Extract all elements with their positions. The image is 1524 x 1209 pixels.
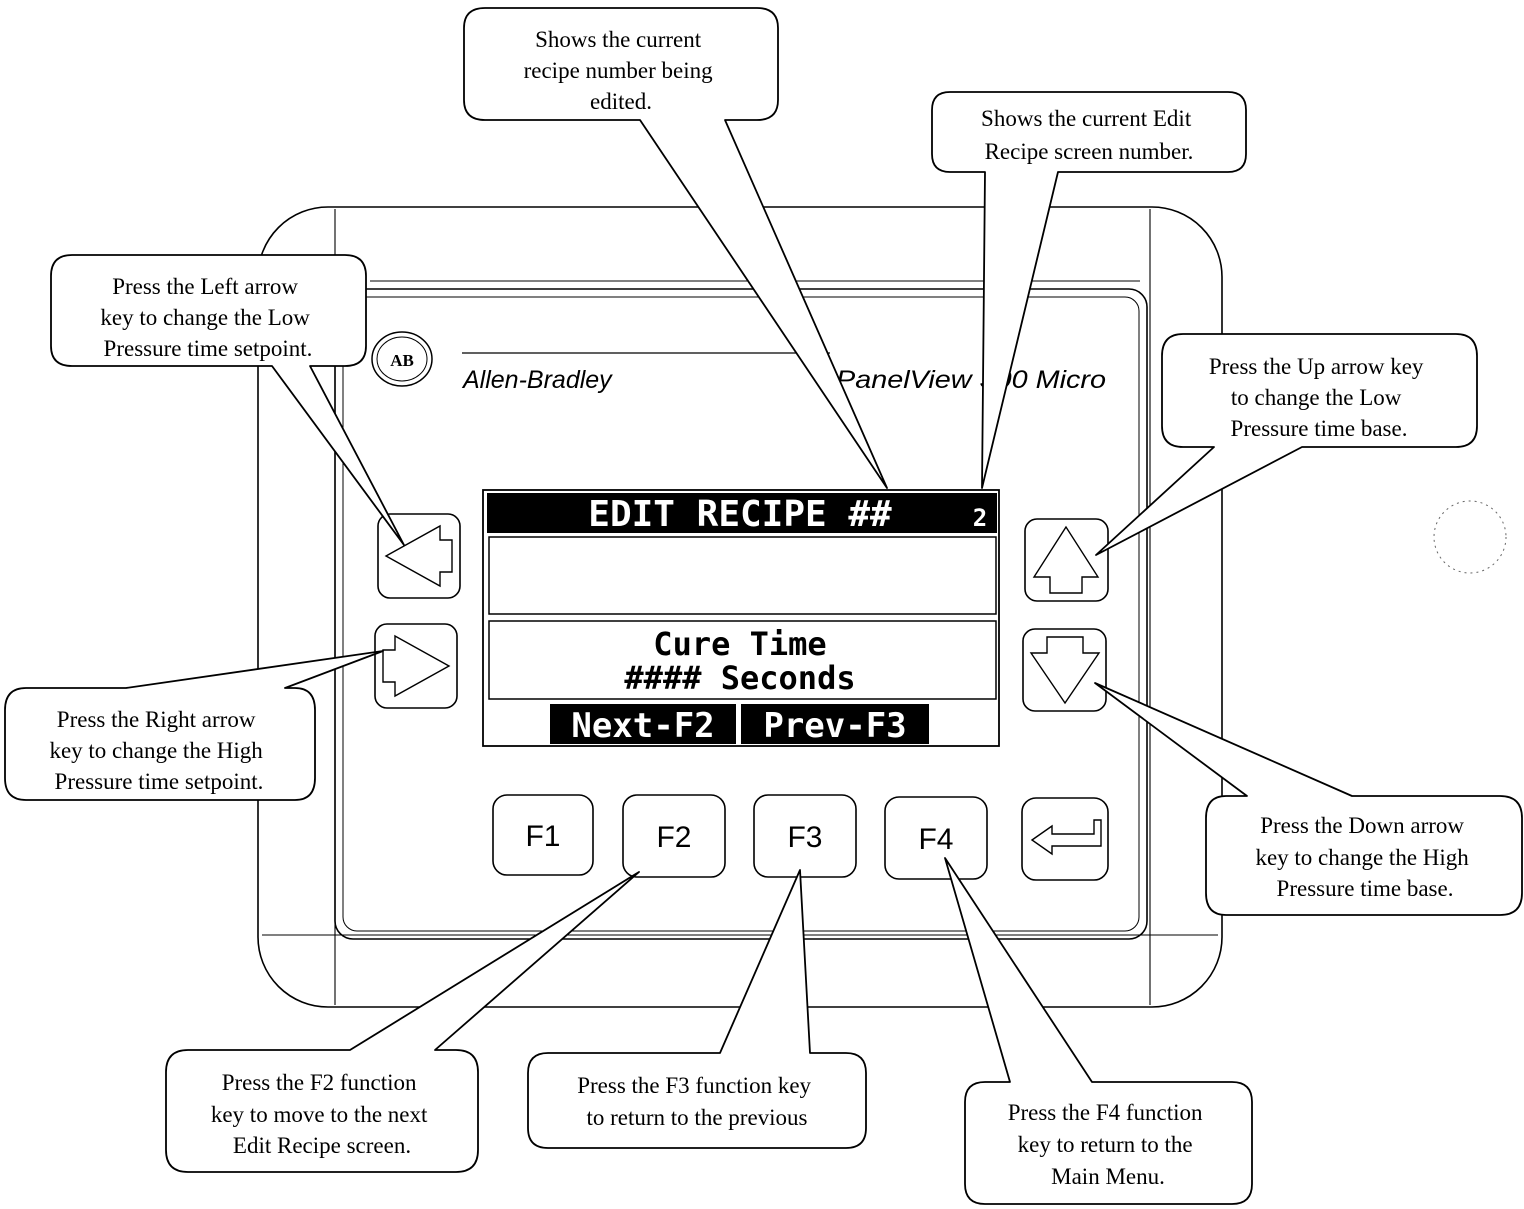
lcd-next-label: Next-F2 bbox=[571, 706, 714, 746]
callout-up-arrow-line-3: Pressure time base. bbox=[1231, 416, 1408, 441]
callout-screen-number bbox=[931, 91, 1247, 489]
callout-left-arrow-line-2: key to change the Low bbox=[100, 305, 310, 330]
down-arrow-key[interactable] bbox=[1022, 628, 1107, 712]
f1-key[interactable]: F1 bbox=[492, 794, 594, 876]
callout-up-arrow-line-1: Press the Up arrow key bbox=[1209, 354, 1424, 379]
lcd-header-bar bbox=[487, 493, 997, 533]
f2-key[interactable]: F2 bbox=[622, 794, 726, 878]
lcd-header-title: EDIT RECIPE ## bbox=[588, 494, 892, 535]
up-arrow-key[interactable] bbox=[1024, 518, 1109, 602]
callout-up-arrow-line-2: to change the Low bbox=[1231, 385, 1402, 410]
callout-right-arrow bbox=[4, 650, 384, 801]
callout-recipe-number-line-1: Shows the current bbox=[535, 27, 702, 52]
lcd-line-cure-time: Cure Time bbox=[653, 625, 826, 663]
callout-f2-line-3: Edit Recipe screen. bbox=[233, 1133, 411, 1158]
f1-key-label: F1 bbox=[525, 820, 560, 853]
f4-key-label: F4 bbox=[918, 823, 953, 856]
lcd-value-field bbox=[488, 620, 997, 700]
callout-f2 bbox=[165, 871, 640, 1173]
callout-f4-line-2: key to return to the bbox=[1018, 1132, 1193, 1157]
lcd-display: EDIT RECIPE ## 2 Cure Time #### Seconds … bbox=[482, 489, 1000, 747]
lcd-prev-label: Prev-F3 bbox=[763, 706, 906, 746]
callout-f4-text: Press the F4 function key to return to t… bbox=[1008, 1100, 1209, 1189]
callout-screen-number-line-2: Recipe screen number. bbox=[985, 139, 1194, 164]
callout-screen-number-text: Shows the current Edit Recipe screen num… bbox=[981, 106, 1197, 164]
callout-right-arrow-line-1: Press the Right arrow bbox=[57, 707, 256, 732]
callout-right-arrow-line-2: key to change the High bbox=[49, 738, 263, 763]
callout-f3-text: Press the F3 function key to return to t… bbox=[577, 1073, 817, 1130]
callout-right-arrow-text: Press the Right arrow key to change the … bbox=[49, 707, 268, 794]
logo-text: AB bbox=[390, 351, 414, 370]
right-arrow-key[interactable] bbox=[374, 623, 458, 709]
callout-f3 bbox=[527, 869, 867, 1149]
callout-up-arrow-text: Press the Up arrow key to change the Low… bbox=[1209, 354, 1429, 441]
lcd-empty-field bbox=[488, 536, 997, 615]
callout-left-arrow-line-1: Press the Left arrow bbox=[112, 274, 298, 299]
callout-right-arrow-line-3: Pressure time setpoint. bbox=[55, 769, 264, 794]
callout-f4-line-3: Main Menu. bbox=[1051, 1164, 1165, 1189]
callout-screen-number-line-1: Shows the current Edit bbox=[981, 106, 1192, 131]
f4-key[interactable]: F4 bbox=[884, 796, 988, 880]
callout-recipe-number-text: Shows the current recipe number being ed… bbox=[524, 27, 719, 114]
scan-artifact-circle bbox=[1433, 500, 1507, 574]
callout-left-arrow-text: Press the Left arrow key to change the L… bbox=[100, 274, 315, 361]
f2-key-label: F2 bbox=[656, 821, 691, 854]
callout-up-arrow bbox=[1095, 333, 1478, 556]
callout-recipe-number-line-2: recipe number being bbox=[524, 58, 714, 83]
callout-f4-line-1: Press the F4 function bbox=[1008, 1100, 1203, 1125]
lcd-prev-softkey bbox=[741, 704, 929, 744]
left-arrow-icon bbox=[384, 524, 453, 588]
callout-left-arrow bbox=[50, 254, 405, 546]
down-arrow-icon bbox=[1029, 636, 1101, 705]
callout-down-arrow-line-3: Pressure time base. bbox=[1277, 876, 1454, 901]
callout-down-arrow bbox=[1094, 682, 1523, 916]
callout-down-arrow-text: Press the Down arrow key to change the H… bbox=[1255, 813, 1474, 901]
lcd-line-seconds: #### Seconds bbox=[624, 659, 855, 697]
brand-label: Allen-Bradley bbox=[461, 366, 613, 394]
callout-f2-text: Press the F2 function key to move to the… bbox=[211, 1070, 433, 1158]
lcd-screen-number: 2 bbox=[973, 504, 987, 532]
lcd-next-softkey bbox=[550, 704, 736, 744]
callout-f3-line-2: to return to the previous bbox=[586, 1105, 807, 1130]
model-label: PanelView 300 Micro bbox=[836, 366, 1106, 394]
enter-key[interactable] bbox=[1021, 797, 1109, 881]
callout-f3-line-1: Press the F3 function key bbox=[577, 1073, 811, 1098]
callout-recipe-number bbox=[463, 7, 888, 489]
callout-f2-line-2: key to move to the next bbox=[211, 1102, 428, 1127]
enter-icon bbox=[1030, 819, 1102, 856]
f3-key[interactable]: F3 bbox=[753, 794, 857, 878]
callout-recipe-number-line-3: edited. bbox=[590, 89, 652, 114]
up-arrow-icon bbox=[1032, 525, 1100, 594]
callout-down-arrow-line-1: Press the Down arrow bbox=[1260, 813, 1464, 838]
f3-key-label: F3 bbox=[787, 821, 822, 854]
callout-f2-line-1: Press the F2 function bbox=[222, 1070, 417, 1095]
callout-down-arrow-line-2: key to change the High bbox=[1255, 845, 1469, 870]
allen-bradley-logo: AB bbox=[371, 331, 433, 387]
right-arrow-icon bbox=[382, 634, 451, 698]
callout-f4 bbox=[944, 857, 1253, 1205]
callout-left-arrow-line-3: Pressure time setpoint. bbox=[104, 336, 313, 361]
